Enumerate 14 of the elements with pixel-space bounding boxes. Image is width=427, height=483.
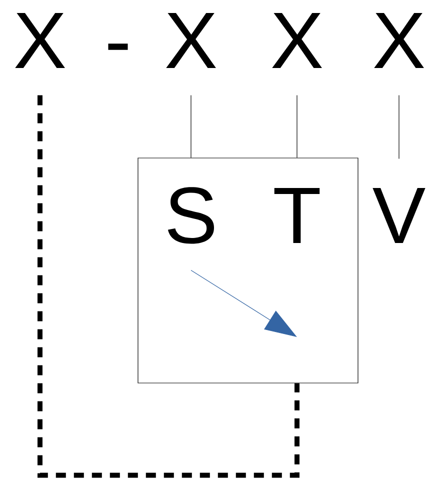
connector-line (296, 94, 298, 158)
letter: X (272, 12, 322, 68)
letter: V (372, 188, 426, 243)
dash-sign: - (108, 44, 128, 50)
letter: X (166, 12, 216, 68)
letter: T (274, 188, 320, 243)
connector-line (190, 94, 192, 158)
square-box (138, 158, 358, 384)
arrow (190, 270, 297, 337)
letter: S (168, 187, 214, 244)
dashed-line (38, 95, 300, 478)
letter: X (15, 12, 65, 68)
letter: X (374, 12, 424, 68)
connector-line (398, 94, 400, 160)
